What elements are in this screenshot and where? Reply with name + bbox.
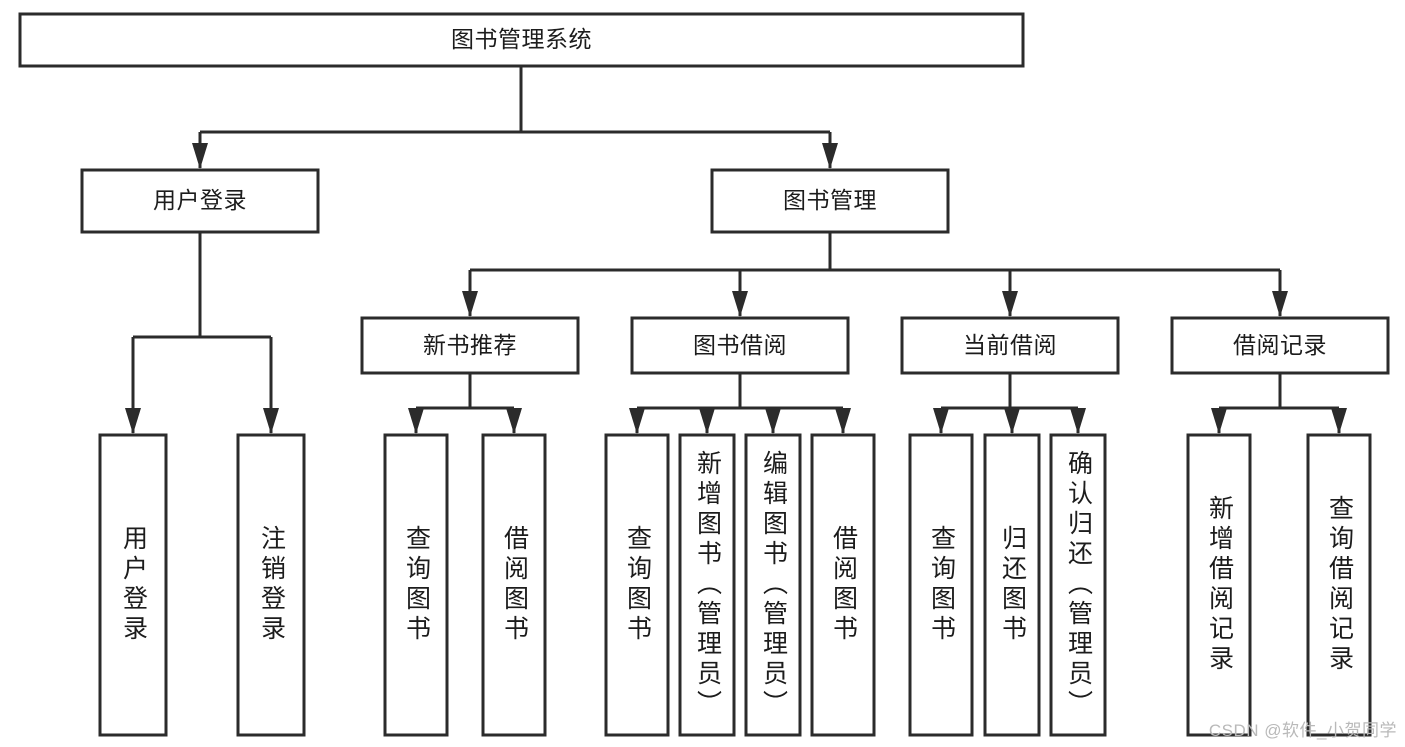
- node-box-leaf-user-logout[interactable]: [236, 433, 306, 737]
- arrow-head-icon-leaf-query-book-1: [408, 408, 424, 434]
- arrow-head-icon-user-login: [192, 143, 208, 169]
- node-box-leaf-query-book-2[interactable]: [604, 433, 670, 737]
- node-box-leaf-borrow-book-2[interactable]: [810, 433, 876, 737]
- arrow-head-icon-leaf-query-book-3: [933, 408, 949, 434]
- node-box-leaf-query-book-3[interactable]: [908, 433, 974, 737]
- arrow-head-icon-leaf-borrow-book-1: [506, 408, 522, 434]
- arrow-head-icon-leaf-query-borrow-record: [1331, 408, 1347, 434]
- arrow-head-icon-userlogin-leaf-1: [263, 408, 279, 434]
- box-layer: [18, 12, 1390, 737]
- node-box-book-borrow[interactable]: [630, 316, 850, 375]
- node-box-new-book-recommend[interactable]: [360, 316, 580, 375]
- node-box-book-manage[interactable]: [710, 168, 950, 234]
- arrow-head-icon-book-manage: [822, 143, 838, 169]
- node-box-user-login[interactable]: [80, 168, 320, 234]
- arrow-head-icon-userlogin-leaf-0: [125, 408, 141, 434]
- node-box-leaf-edit-book[interactable]: [744, 433, 802, 737]
- node-box-leaf-user-login[interactable]: [98, 433, 168, 737]
- node-box-current-borrow[interactable]: [900, 316, 1120, 375]
- arrow-head-icon-leaf-query-book-2: [629, 408, 645, 434]
- arrow-head-icon-leaf-borrow-book-2: [835, 408, 851, 434]
- arrow-head-icon-new-book-recommend: [462, 291, 478, 317]
- connector-layer: [125, 66, 1347, 434]
- arrow-head-icon-leaf-add-book: [699, 408, 715, 434]
- node-box-borrow-record[interactable]: [1170, 316, 1390, 375]
- node-box-leaf-return-book[interactable]: [983, 433, 1041, 737]
- node-box-root[interactable]: [18, 12, 1025, 68]
- node-box-leaf-borrow-book-1[interactable]: [481, 433, 547, 737]
- arrow-head-icon-leaf-return-book: [1004, 408, 1020, 434]
- arrow-head-icon-leaf-add-borrow-record: [1211, 408, 1227, 434]
- arrow-head-icon-leaf-edit-book: [765, 408, 781, 434]
- node-box-leaf-query-book-1[interactable]: [383, 433, 449, 737]
- node-box-leaf-query-borrow-record[interactable]: [1306, 433, 1372, 737]
- arrow-head-icon-leaf-confirm-return: [1070, 408, 1086, 434]
- node-box-leaf-add-book[interactable]: [678, 433, 736, 737]
- arrow-head-icon-book-borrow: [732, 291, 748, 317]
- node-box-leaf-add-borrow-record[interactable]: [1186, 433, 1252, 737]
- arrow-head-icon-borrow-record: [1272, 291, 1288, 317]
- csdn-watermark: CSDN @软件_小贺同学: [1208, 721, 1397, 740]
- arrow-head-icon-current-borrow: [1002, 291, 1018, 317]
- node-box-leaf-confirm-return[interactable]: [1049, 433, 1107, 737]
